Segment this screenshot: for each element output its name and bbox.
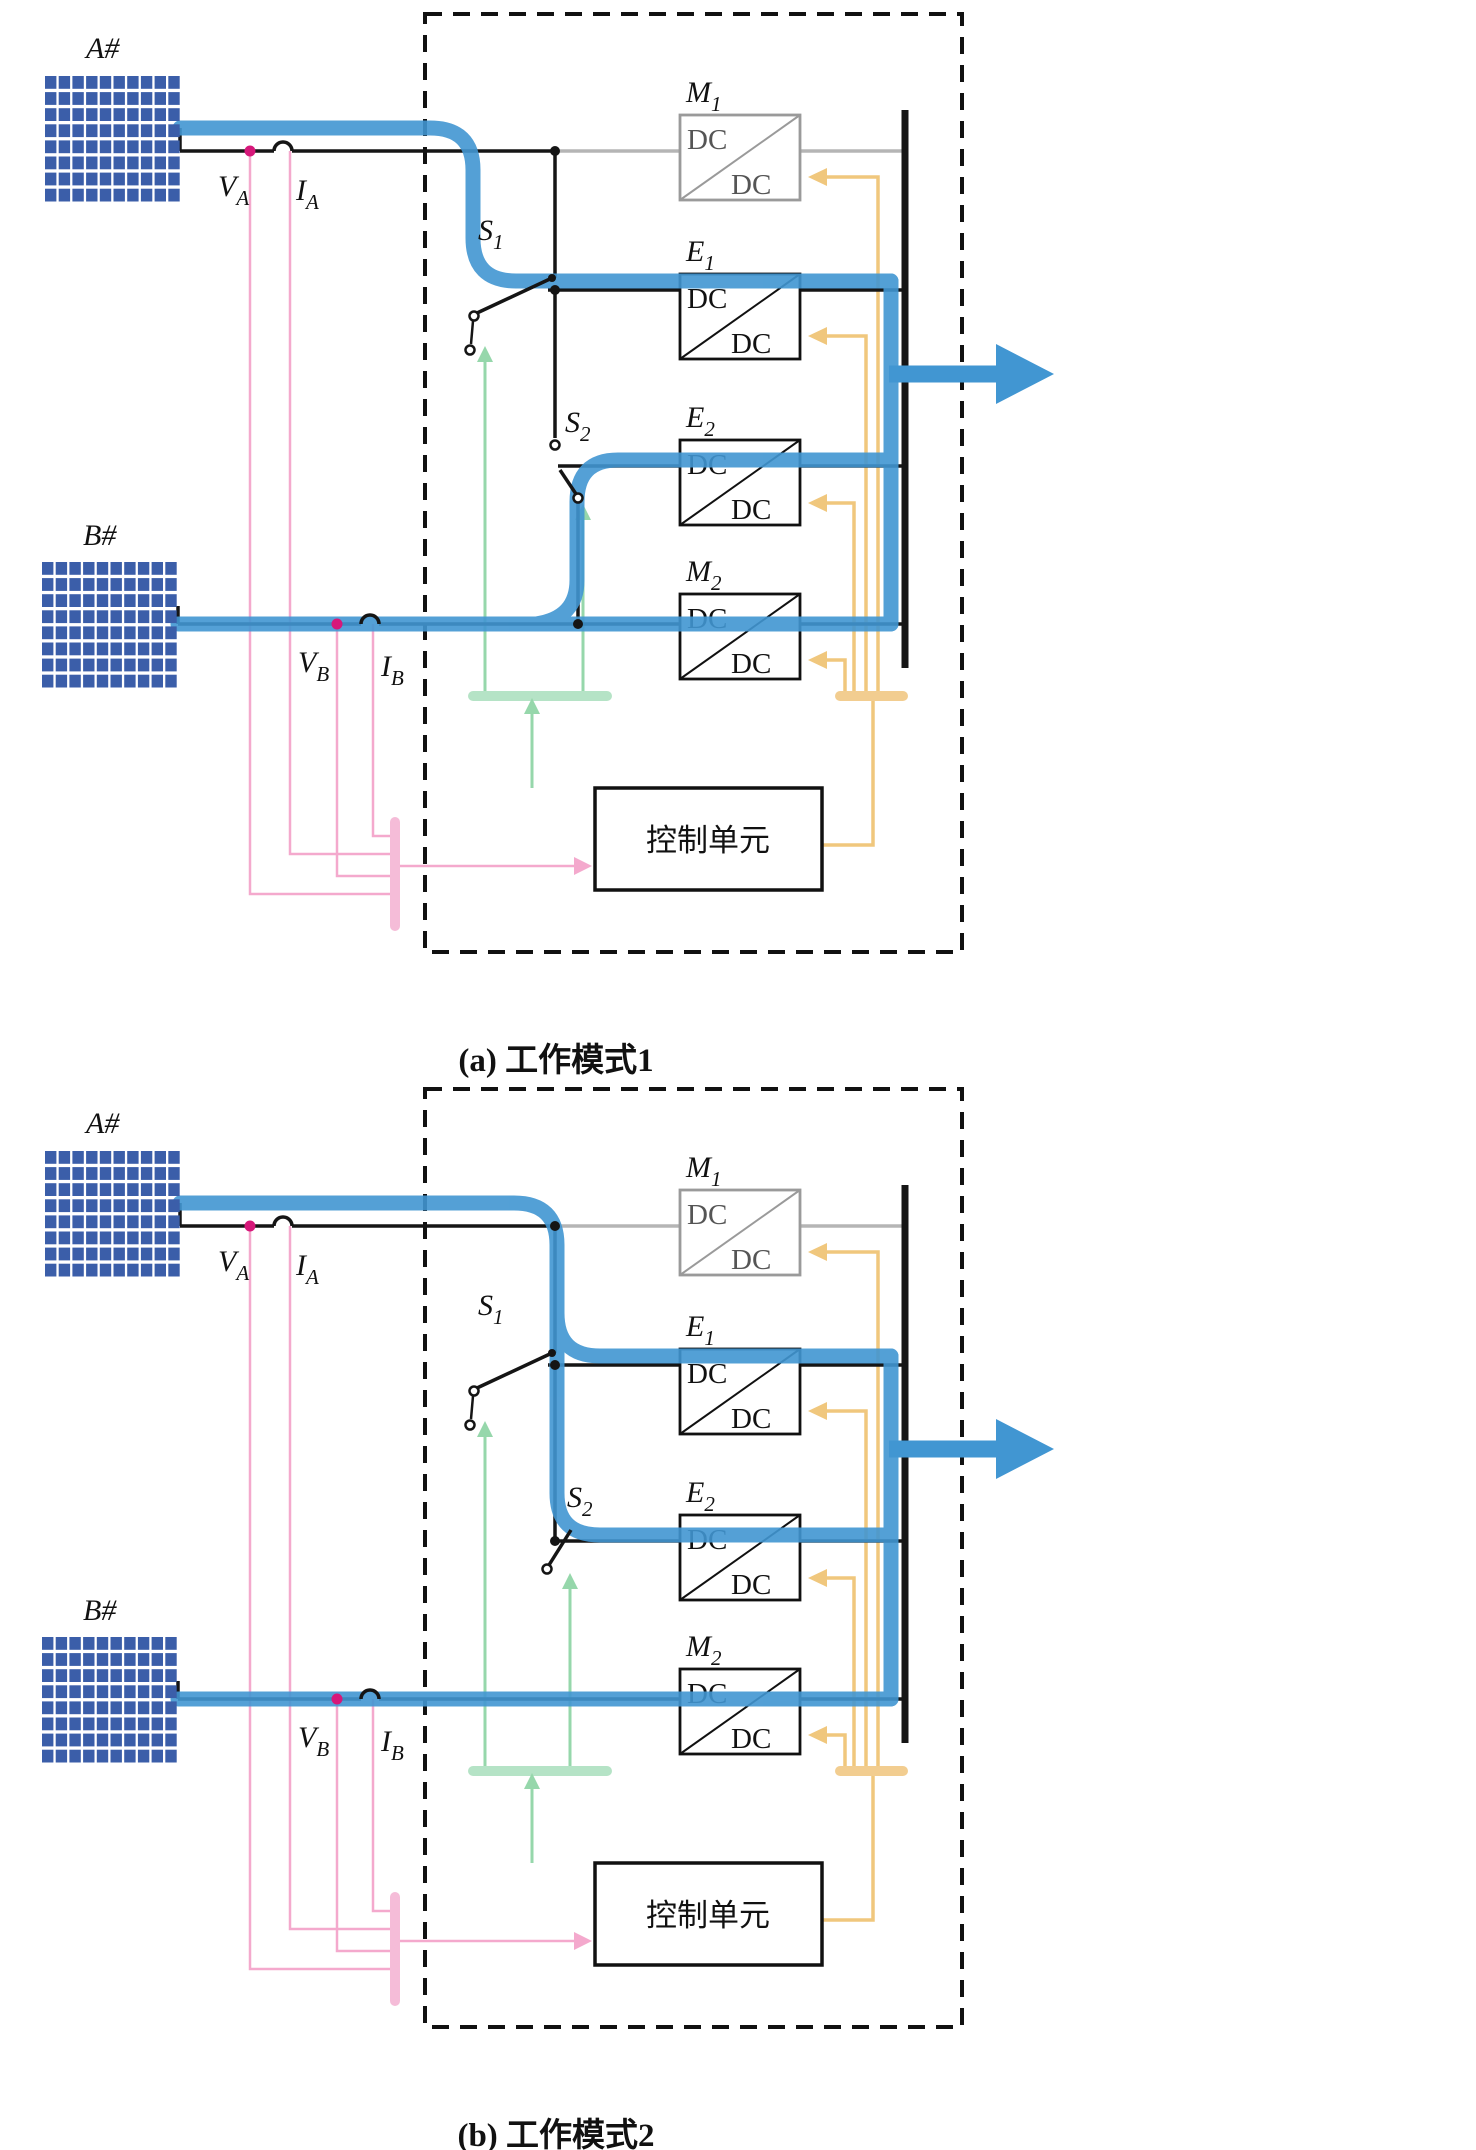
panel-b: DC DC M1 DC DC E1 DC DC E2 DC DC M2 控制单元 xyxy=(0,1075,1476,2150)
panel-a: DC DC M1 DC DC E1 DC DC E2 DC DC M2 控制单元 xyxy=(0,0,1476,1079)
dc-label-bottom: DC xyxy=(731,1244,771,1276)
switch-control-lines-green xyxy=(468,356,612,788)
wires-black xyxy=(176,1203,903,1701)
converter-label-e2: E2 xyxy=(685,401,715,441)
orange-arrowheads xyxy=(808,1243,827,1744)
control-unit: 控制单元 xyxy=(593,786,824,892)
label-vb: VB xyxy=(298,646,329,686)
switch-s1 xyxy=(464,274,556,356)
converter-e1: DC DC E1 xyxy=(678,235,802,361)
caption-b: (b) 工作模式2 xyxy=(457,2117,655,2150)
label-pv-b: B# xyxy=(83,1594,117,1627)
current-sensor-ib xyxy=(359,613,381,625)
converter-m1: DC DC M1 xyxy=(678,1151,802,1277)
pv-array-a xyxy=(45,76,180,202)
switch-control-lines-green xyxy=(468,1431,612,1863)
sensor-signal-lines-pink xyxy=(248,1226,576,2006)
dc-label-bottom: DC xyxy=(731,1569,771,1601)
converter-label-e2: E2 xyxy=(685,1476,715,1516)
label-s1: S1 xyxy=(478,214,504,254)
label-vb: VB xyxy=(298,1721,329,1761)
dc-label-bottom: DC xyxy=(731,328,771,360)
label-pv-a: A# xyxy=(84,32,120,65)
boundary-box xyxy=(423,1087,964,2029)
caption-a: (a) 工作模式1 xyxy=(458,1042,654,1079)
sensor-va-dot xyxy=(244,145,256,157)
switch-s2 xyxy=(549,439,584,504)
boundary-box xyxy=(423,12,964,954)
converter-label-e1: E1 xyxy=(685,235,715,275)
pv-array-b xyxy=(42,1637,177,1763)
label-ib: IB xyxy=(380,650,404,690)
sensor-va-dot xyxy=(244,1220,256,1232)
converter-label-m1: M1 xyxy=(685,1151,722,1191)
label-pv-b: B# xyxy=(83,519,117,552)
sensor-vb-dot xyxy=(331,1693,343,1705)
dc-label-bottom: DC xyxy=(731,1723,771,1755)
green-arrowheads xyxy=(477,1421,578,1789)
control-unit: 控制单元 xyxy=(593,1861,824,1967)
label-ib: IB xyxy=(380,1725,404,1765)
dc-label-bottom: DC xyxy=(731,1403,771,1435)
label-s2: S2 xyxy=(567,1481,593,1521)
control-unit-label: 控制单元 xyxy=(646,1898,770,1933)
sensor-vb-dot xyxy=(331,618,343,630)
junction-dots xyxy=(550,146,583,629)
output-arrow xyxy=(889,1419,1054,1479)
diagram-mode-1: DC DC M1 DC DC E1 DC DC E2 DC DC M2 控制单元 xyxy=(0,0,1476,1038)
power-flow-path xyxy=(170,120,899,632)
junction-dots xyxy=(550,1221,560,1546)
label-s1: S1 xyxy=(478,1289,504,1329)
label-va: VA xyxy=(218,1245,249,1285)
orange-arrowheads xyxy=(808,168,827,669)
label-va: VA xyxy=(218,170,249,210)
voltage-sensor-dots xyxy=(244,1220,343,1705)
label-pv-a: A# xyxy=(84,1107,120,1140)
label-ia: IA xyxy=(295,1249,319,1289)
pink-arrowhead xyxy=(574,1932,592,1950)
voltage-sensor-dots xyxy=(244,145,343,630)
converter-label-m2: M2 xyxy=(685,1630,722,1670)
current-sensor-ib xyxy=(359,1688,381,1700)
pv-array-a xyxy=(45,1151,180,1277)
power-flow-path xyxy=(170,1195,899,1707)
dc-label-bottom: DC xyxy=(731,169,771,201)
pink-arrowhead xyxy=(574,857,592,875)
wires-black xyxy=(176,128,903,626)
pv-array-b xyxy=(42,562,177,688)
dc-label-top: DC xyxy=(687,1199,727,1231)
label-ia: IA xyxy=(295,174,319,214)
converter-m2: DC DC M2 xyxy=(678,555,802,681)
converter-e1: DC DC E1 xyxy=(678,1310,802,1436)
diagram-mode-2: DC DC M1 DC DC E1 DC DC E2 DC DC M2 控制单元 xyxy=(0,1075,1476,2113)
converter-label-m1: M1 xyxy=(685,76,722,116)
converter-m1: DC DC M1 xyxy=(678,76,802,202)
dc-label-bottom: DC xyxy=(731,494,771,526)
dc-label-bottom: DC xyxy=(731,648,771,680)
dc-label-top: DC xyxy=(687,124,727,156)
switch-s2 xyxy=(541,1529,573,1575)
output-arrow xyxy=(889,344,1054,404)
switch-s1 xyxy=(464,1349,556,1431)
converter-label-e1: E1 xyxy=(685,1310,715,1350)
converter-label-m2: M2 xyxy=(685,555,722,595)
sensor-signal-lines-pink xyxy=(248,151,576,931)
control-unit-label: 控制单元 xyxy=(646,823,770,858)
label-s2: S2 xyxy=(565,406,591,446)
